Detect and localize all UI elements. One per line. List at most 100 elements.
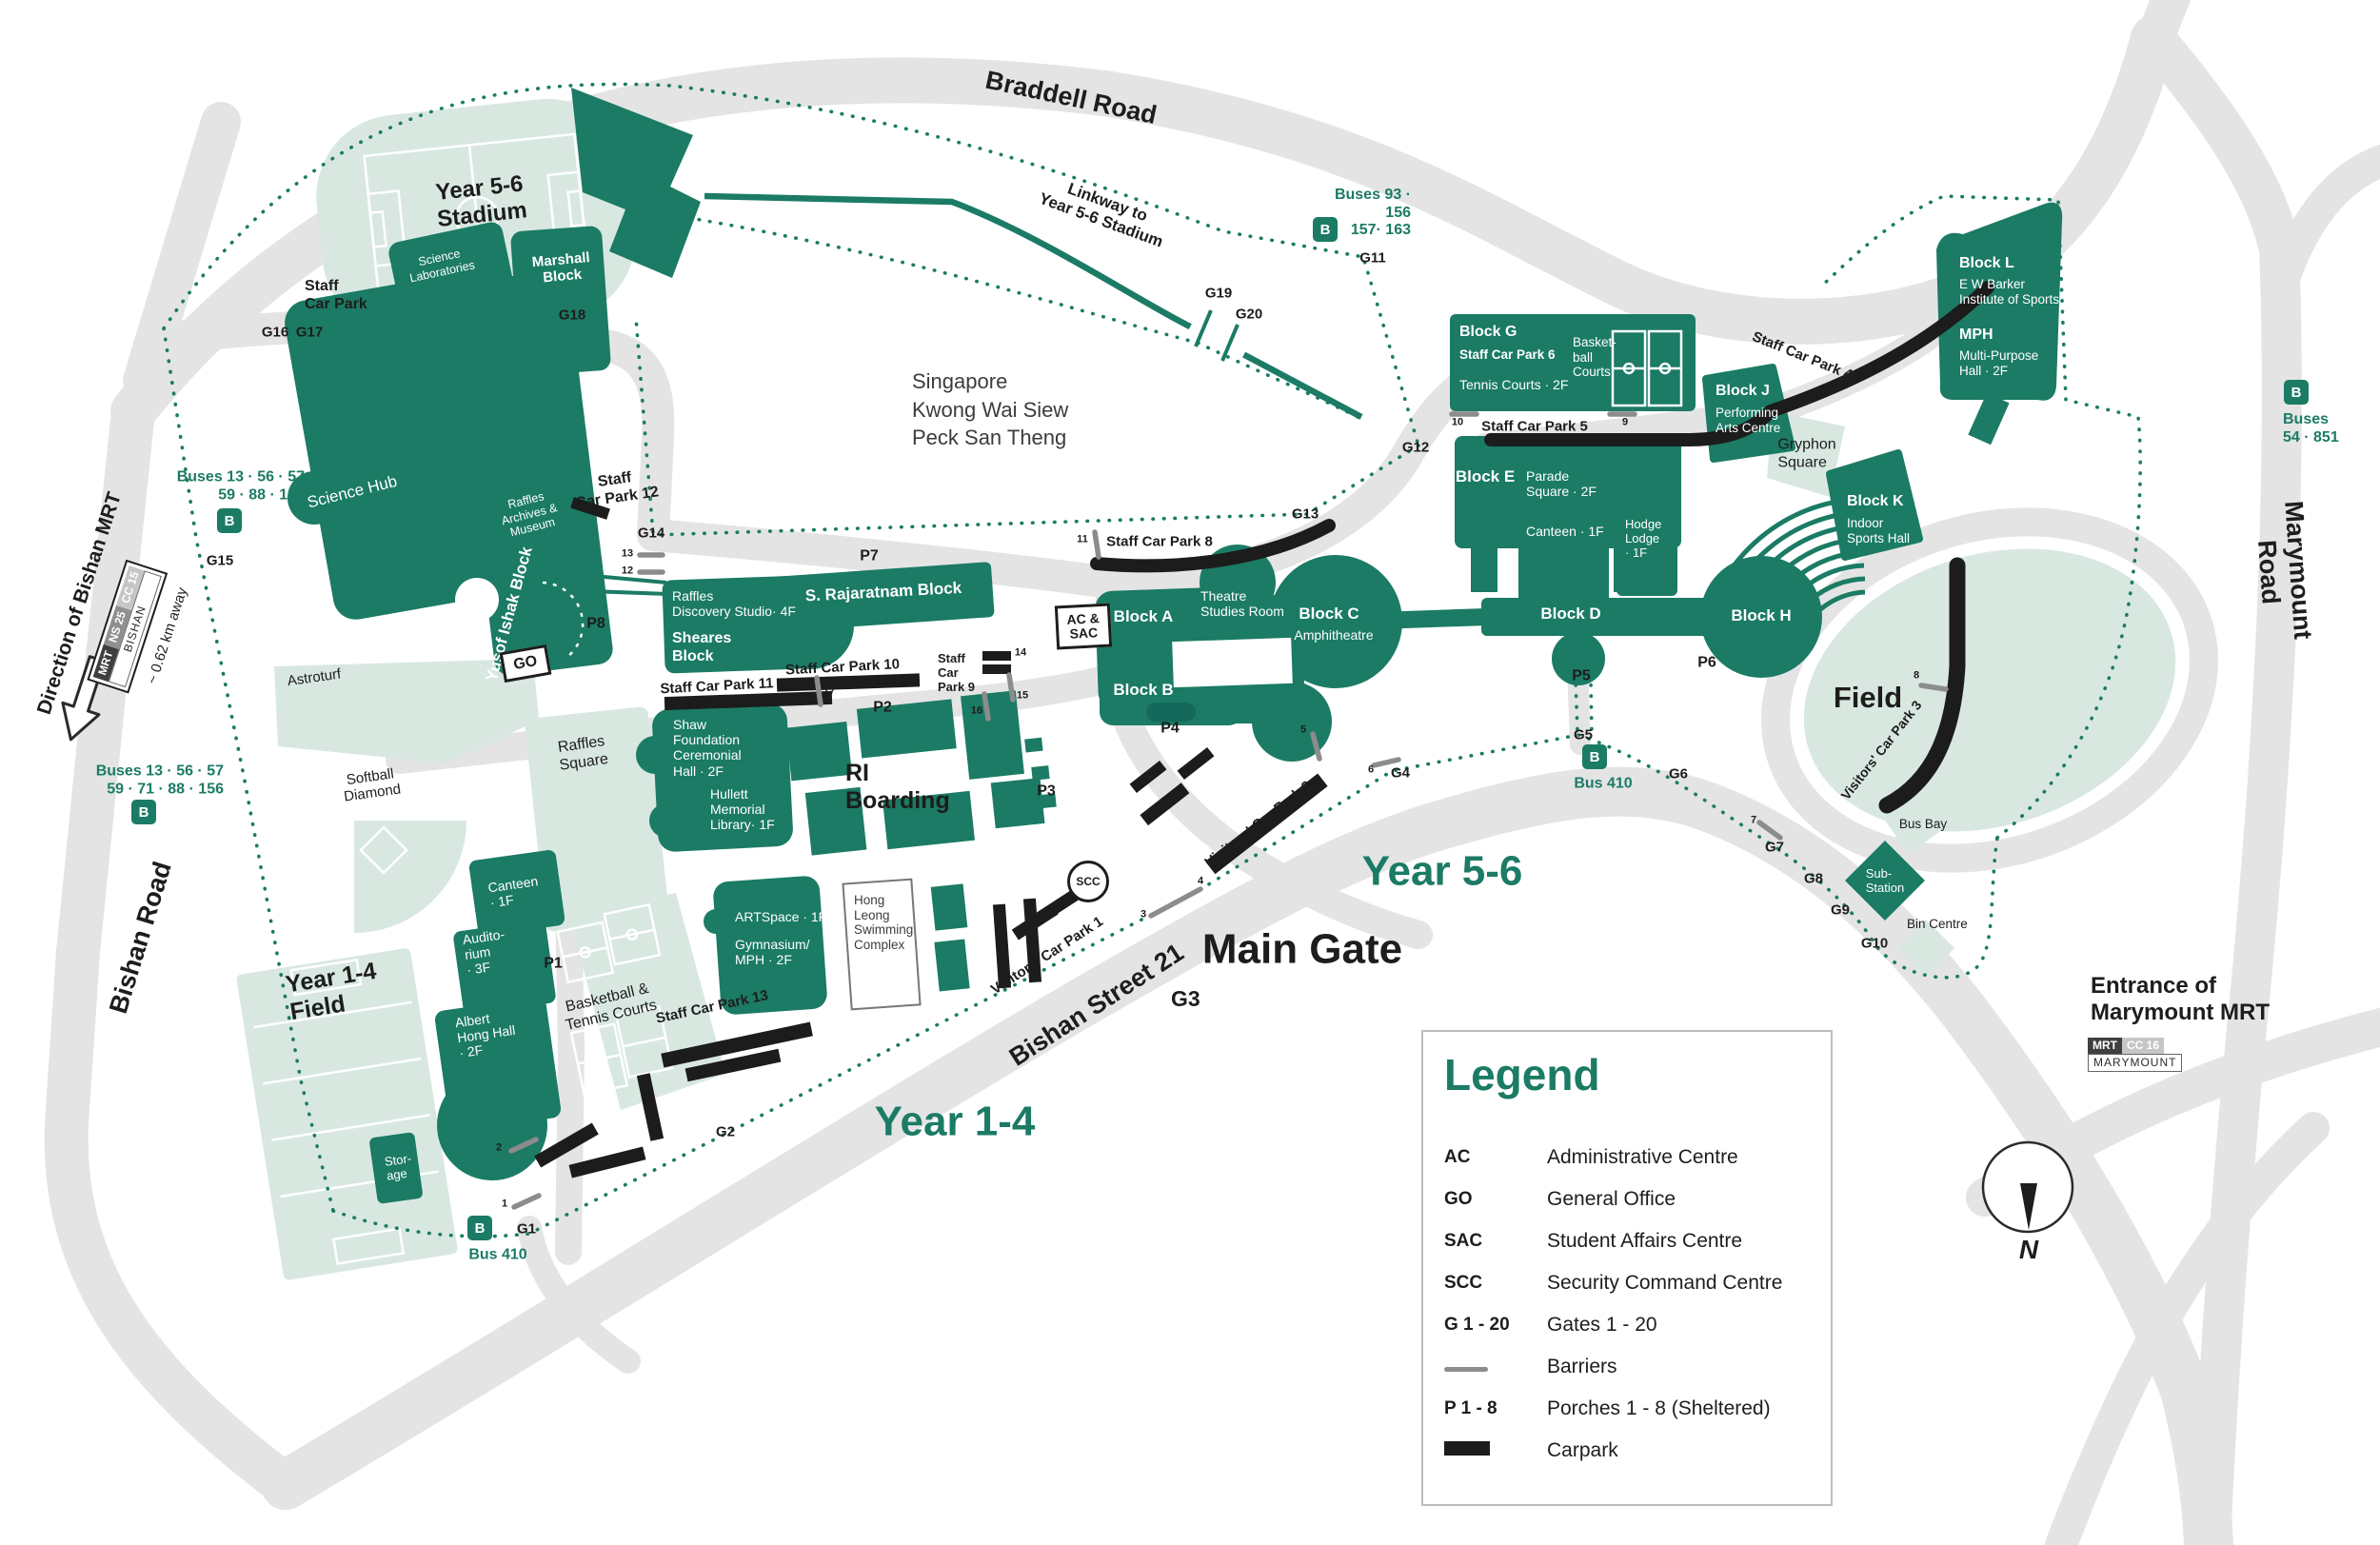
marker-4: 4: [1197, 875, 1204, 887]
legend-key: P 1 - 8: [1444, 1398, 1497, 1418]
block-e-label: Block E: [1455, 467, 1516, 486]
legend-title: Legend: [1444, 1050, 1600, 1099]
marker-7: 7: [1750, 814, 1757, 826]
marker-9: 9: [1621, 416, 1629, 428]
stadium-label: Year 5-6 Stadium: [434, 170, 528, 232]
field-label: Field: [1833, 681, 1903, 715]
block-j-label: Block J: [1716, 383, 1770, 399]
porch-p7: P7: [860, 547, 879, 565]
gate-g9: G9: [1830, 901, 1851, 919]
legend-key: [1444, 1357, 1547, 1377]
porch-p6: P6: [1697, 654, 1716, 671]
marker-16: 16: [970, 704, 983, 717]
legend-label: Student Affairs Centre: [1547, 1230, 1743, 1252]
gryphon-label: Gryphon Square: [1777, 436, 1836, 470]
legend-label: Carpark: [1547, 1439, 1618, 1461]
gate-g20: G20: [1235, 306, 1263, 323]
gate-g10: G10: [1860, 935, 1889, 952]
scc-badge: SCC: [1067, 861, 1109, 902]
block-d-label: Block D: [1540, 604, 1601, 624]
bus-stop-g5: B: [1582, 744, 1607, 769]
gate-g13: G13: [1291, 505, 1319, 523]
marker-1: 1: [501, 1198, 508, 1210]
marker-10: 10: [1451, 416, 1464, 428]
gate-g6: G6: [1668, 765, 1689, 782]
bin-centre-label: Bin Centre: [1907, 917, 1968, 931]
compass: [1981, 1140, 2074, 1234]
ewb-label: E W Barker Institute of Sports: [1959, 277, 2060, 307]
gate-g18: G18: [558, 307, 586, 324]
legend-label: Barriers: [1547, 1356, 1617, 1377]
staff-cp9-label: Staff Car Park 9: [938, 651, 976, 695]
legend-label: Gates 1 - 20: [1547, 1314, 1657, 1336]
bus-stop-bishan-s: B: [131, 800, 156, 824]
substation-label: Sub- Station: [1865, 865, 1905, 895]
block-h-label: Block H: [1731, 606, 1792, 625]
legend-key: GO: [1444, 1189, 1473, 1209]
marker-13: 13: [621, 547, 634, 560]
mph-label: MPH: [1959, 327, 1993, 343]
marshall-label: Marshall Block: [531, 249, 591, 287]
bus-stop-bishan-n-routes: Buses 13 · 56 · 57 59 · 88 · 156: [176, 468, 305, 503]
marymount-mrt-sign: MRT CC 16 MARYMOUNT: [2088, 1038, 2183, 1073]
storage-label: Stor- age: [383, 1151, 412, 1183]
bball-courts-label: Basket- ball Courts: [1573, 335, 1616, 380]
block-a-label: Block A: [1113, 607, 1174, 626]
discovery-label: Raffles Discovery Studio· 4F: [672, 588, 796, 620]
legend-key: G 1 - 20: [1444, 1315, 1510, 1335]
artspace-label: ARTSpace · 1F: [735, 909, 827, 924]
theatre-label: Theatre Studies Room: [1200, 587, 1284, 619]
carpark-swatch: [1444, 1441, 1490, 1456]
legend-row-go: GO General Office: [1444, 1179, 1815, 1220]
marker-5: 5: [1299, 723, 1307, 736]
bus-stop-g1: B: [467, 1216, 492, 1240]
gate-g19: G19: [1204, 285, 1233, 302]
year56-big: Year 5-6: [1361, 847, 1523, 895]
porch-p4: P4: [1160, 720, 1180, 737]
barrier-swatch: [1444, 1367, 1488, 1372]
legend-label: General Office: [1547, 1188, 1676, 1210]
marker-11: 11: [1077, 533, 1088, 545]
linkway-path: [563, 192, 1363, 596]
ish-label: Indoor Sports Hall: [1847, 516, 1911, 545]
marker-14: 14: [1014, 646, 1027, 659]
ac-sac-badge: AC & SAC: [1054, 603, 1113, 650]
marker-2: 2: [495, 1141, 503, 1154]
marymount-chip: MARYMOUNT: [2088, 1054, 2183, 1073]
marker-6: 6: [1367, 763, 1375, 776]
block-k-label: Block K: [1847, 493, 1904, 509]
shaw-label: Shaw Foundation Ceremonial Hall · 2F: [673, 717, 742, 779]
gym-label: Gymnasium/ MPH · 2F: [735, 937, 810, 968]
compass-n-label: N: [2018, 1234, 2039, 1264]
staff-car-park-nw: Staff Car Park: [305, 278, 367, 312]
mph-sub-label: Multi-Purpose Hall · 2F: [1959, 348, 2039, 378]
ri-boarding-label: RI Boarding: [845, 760, 950, 814]
legend-key: AC: [1444, 1147, 1471, 1167]
bus410-g5-label: Bus 410: [1574, 775, 1633, 792]
legend-row-gates: G 1 - 20 Gates 1 - 20: [1444, 1304, 1815, 1346]
parade-label: Parade Square · 2F: [1526, 468, 1597, 500]
gate-g1: G1: [516, 1220, 537, 1238]
gate-g16: G16: [261, 324, 289, 341]
cc16-chip: CC 16: [2122, 1038, 2165, 1055]
hullett-label: Hullett Memorial Library· 1F: [710, 786, 775, 833]
barriers: [508, 411, 1949, 1210]
staff-cp6-label: Staff Car Park 6: [1459, 347, 1556, 362]
block-l-label: Block L: [1959, 255, 2014, 271]
block-g-label: Block G: [1459, 324, 1517, 340]
porch-p8: P8: [586, 615, 605, 632]
marker-3: 3: [1140, 908, 1147, 921]
legend-label: Security Command Centre: [1547, 1272, 1783, 1294]
auditorium-label: Audito- rium · 3F: [461, 926, 506, 979]
pitch-lines: [253, 132, 674, 1265]
gate-g12: G12: [1401, 439, 1430, 456]
bus410-g1-label: Bus 410: [468, 1246, 527, 1263]
sheares-label: Sheares Block: [672, 630, 732, 664]
gate-g2: G2: [715, 1123, 736, 1140]
bus-stop-marymount: B: [2284, 380, 2309, 405]
